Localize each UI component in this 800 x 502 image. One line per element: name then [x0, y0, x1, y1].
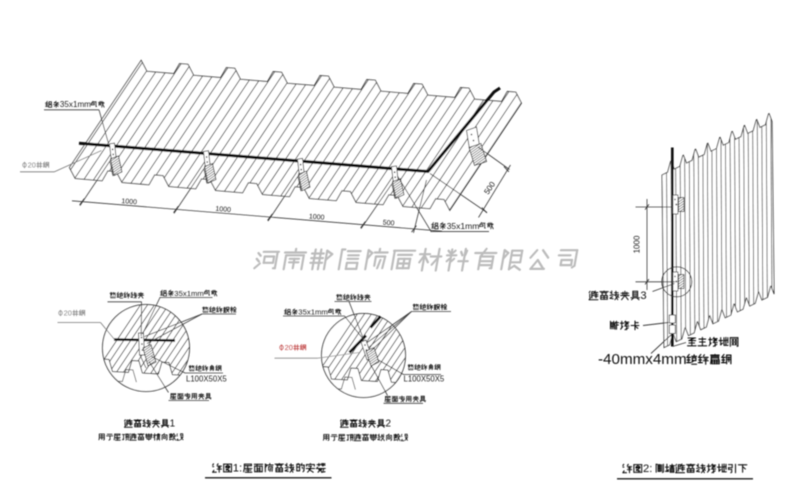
svg-text:L100X50X5: L100X50X5 — [404, 375, 445, 384]
svg-text:-40mmx4mm: -40mmx4mm — [598, 351, 687, 368]
svg-text:1000: 1000 — [633, 235, 642, 253]
svg-text:35x1mm: 35x1mm — [298, 308, 327, 317]
svg-text:20: 20 — [285, 343, 293, 352]
svg-text:1:: 1: — [233, 462, 242, 474]
svg-text:20: 20 — [64, 308, 72, 317]
svg-text:1: 1 — [170, 419, 176, 430]
svg-text:1000: 1000 — [309, 213, 325, 221]
svg-text:2:: 2: — [643, 463, 652, 475]
svg-text:35x1mm: 35x1mm — [174, 289, 203, 298]
svg-text:35x1mm: 35x1mm — [60, 100, 91, 109]
svg-text:2: 2 — [386, 419, 392, 430]
svg-text:35x1mm: 35x1mm — [447, 221, 480, 231]
svg-text:3: 3 — [640, 290, 646, 302]
svg-text:500: 500 — [383, 220, 395, 228]
svg-text:1000: 1000 — [121, 198, 137, 206]
svg-text:1000: 1000 — [215, 206, 231, 214]
svg-text:L100X50X5: L100X50X5 — [186, 375, 227, 384]
svg-text:20: 20 — [28, 160, 36, 169]
